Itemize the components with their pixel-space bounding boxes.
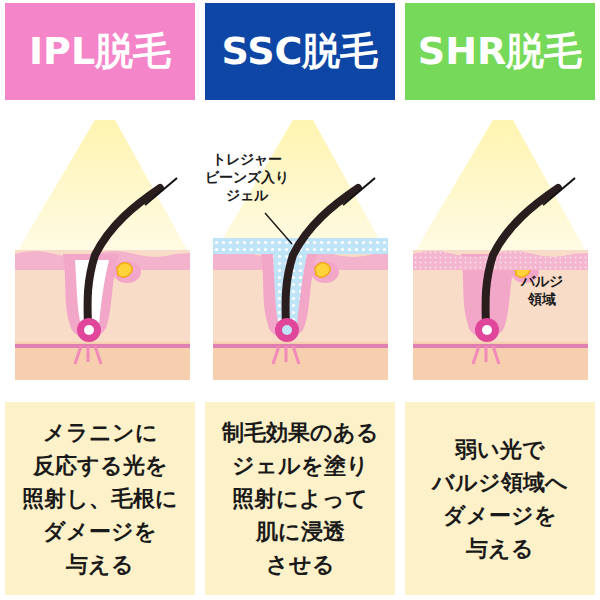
description-text: 弱い光で バルジ領域へ ダメージを 与える [410,433,590,565]
header-text: SHR脱毛 [418,31,582,73]
description-text: メラニンに 反応する光を 照射し、毛根に ダメージを 与える [10,416,190,581]
description-box: メラニンに 反応する光を 照射し、毛根に ダメージを 与える [5,402,195,595]
header-text: SSC脱毛 [222,31,379,73]
description-text: 制毛効果のある ジェルを塗り 照射によって 肌に浸透 させる [210,416,390,581]
header-text: IPL脱毛 [29,31,171,73]
description-box: 弱い光で バルジ領域へ ダメージを 与える [405,402,595,595]
header-band: SSC脱毛 [205,3,395,100]
description-box: 制毛効果のある ジェルを塗り 照射によって 肌に浸透 させる [205,402,395,595]
header-band: SHR脱毛 [405,3,595,100]
bulge-label: バルジ 領域 [518,272,566,308]
gel-label: トレジャー ビーンズ入り ジェル [188,150,306,205]
header-band: IPL脱毛 [5,3,195,100]
